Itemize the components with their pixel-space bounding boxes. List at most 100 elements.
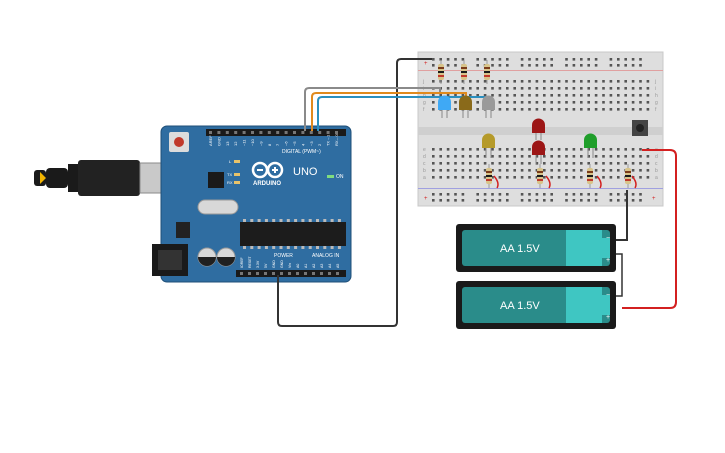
breadboard-hole[interactable] [528,58,531,61]
resistors[interactable] [438,60,631,188]
breadboard-hole[interactable] [520,169,524,172]
breadboard-hole[interactable] [454,101,457,104]
breadboard-hole[interactable] [609,176,613,179]
breadboard-hole[interactable] [639,199,642,202]
breadboard-hole[interactable] [624,148,627,151]
breadboard-hole[interactable] [454,64,457,67]
breadboard-hole[interactable] [446,162,450,165]
breadboard-hole[interactable] [528,64,531,67]
breadboard-hole[interactable] [476,80,479,83]
breadboard-hole[interactable] [446,94,450,97]
breadboard-hole[interactable] [565,155,568,158]
breadboard-hole[interactable] [572,193,576,196]
breadboard-hole[interactable] [639,58,642,61]
breadboard-hole[interactable] [454,193,457,196]
breadboard-hole[interactable] [550,169,553,172]
breadboard-hole[interactable] [461,176,465,179]
breadboard-hole[interactable] [461,94,465,97]
breadboard-hole[interactable] [602,155,605,158]
breadboard-hole[interactable] [520,199,524,202]
breadboard-hole[interactable] [483,176,487,179]
breadboard-hole[interactable] [602,101,605,104]
breadboard-hole[interactable] [432,199,435,202]
breadboard-hole[interactable] [439,148,442,151]
breadboard-hole[interactable] [609,169,613,172]
header-pin[interactable] [309,131,313,134]
header-pin[interactable] [312,272,315,275]
breadboard-hole[interactable] [432,94,435,97]
breadboard-hole[interactable] [602,94,605,97]
digital-header[interactable] [206,129,346,136]
breadboard-hole[interactable] [543,87,546,90]
breadboard-hole[interactable] [520,155,524,158]
breadboard-hole[interactable] [528,108,531,111]
breadboard-hole[interactable] [639,64,642,67]
breadboard-hole[interactable] [594,162,598,165]
breadboard-hole[interactable] [528,155,531,158]
breadboard-hole[interactable] [535,193,539,196]
breadboard-hole[interactable] [469,155,472,158]
header-pin[interactable] [240,272,243,275]
breadboard-hole[interactable] [594,148,598,151]
breadboard-hole[interactable] [617,101,620,104]
breadboard-hole[interactable] [617,64,620,67]
breadboard-hole[interactable] [528,176,531,179]
breadboard-hole[interactable] [483,193,487,196]
breadboard-hole[interactable] [587,101,590,104]
breadboard-hole[interactable] [580,162,583,165]
breadboard-hole[interactable] [550,155,553,158]
breadboard-hole[interactable] [439,193,442,196]
led-red-1[interactable] [532,118,545,140]
wire-gray[interactable] [304,87,441,131]
breadboard-hole[interactable] [617,199,620,202]
breadboard-hole[interactable] [528,162,531,165]
breadboard-hole[interactable] [594,58,598,61]
breadboard-hole[interactable] [617,148,620,151]
breadboard-hole[interactable] [432,64,435,67]
breadboard-hole[interactable] [580,94,583,97]
breadboard-hole[interactable] [491,193,494,196]
breadboard-hole[interactable] [550,87,553,90]
breadboard-hole[interactable] [535,64,539,67]
breadboard-hole[interactable] [543,108,546,111]
breadboard-hole[interactable] [639,148,642,151]
breadboard-hole[interactable] [609,58,613,61]
breadboard-hole[interactable] [557,80,561,83]
breadboard-hole[interactable] [580,155,583,158]
header-pin[interactable] [276,131,280,134]
resistor-icon[interactable] [484,60,490,84]
breadboard-hole[interactable] [483,199,487,202]
breadboard-hole[interactable] [454,87,457,90]
breadboard-hole[interactable] [565,176,568,179]
breadboard-hole[interactable] [446,176,450,179]
breadboard-hole[interactable] [520,176,524,179]
breadboard-hole[interactable] [580,176,583,179]
breadboard-hole[interactable] [543,162,546,165]
breadboard-hole[interactable] [498,94,502,97]
breadboard-hole[interactable] [594,108,598,111]
resistor-icon[interactable] [486,164,492,188]
breadboard-hole[interactable] [550,64,553,67]
led-red-2[interactable] [532,140,545,165]
header-pin[interactable] [256,272,259,275]
breadboard-hole[interactable] [506,80,509,83]
breadboard-hole[interactable] [513,94,516,97]
battery-1[interactable]: AA 1.5V − + [456,224,616,272]
breadboard-hole[interactable] [491,176,494,179]
jumper-red[interactable] [493,175,499,189]
breadboard-hole[interactable] [476,199,479,202]
breadboard-hole[interactable] [513,148,516,151]
breadboard-hole[interactable] [446,58,450,61]
breadboard-hole[interactable] [483,58,487,61]
breadboard-hole[interactable] [461,58,465,61]
breadboard-hole[interactable] [602,148,605,151]
breadboard-hole[interactable] [572,162,576,165]
breadboard-hole[interactable] [550,199,553,202]
breadboard-hole[interactable] [513,108,516,111]
breadboard-hole[interactable] [557,108,561,111]
breadboard-hole[interactable] [550,193,553,196]
breadboard-hole[interactable] [557,155,561,158]
breadboard-hole[interactable] [498,87,502,90]
breadboard-hole[interactable] [565,162,568,165]
breadboard-hole[interactable] [432,176,435,179]
